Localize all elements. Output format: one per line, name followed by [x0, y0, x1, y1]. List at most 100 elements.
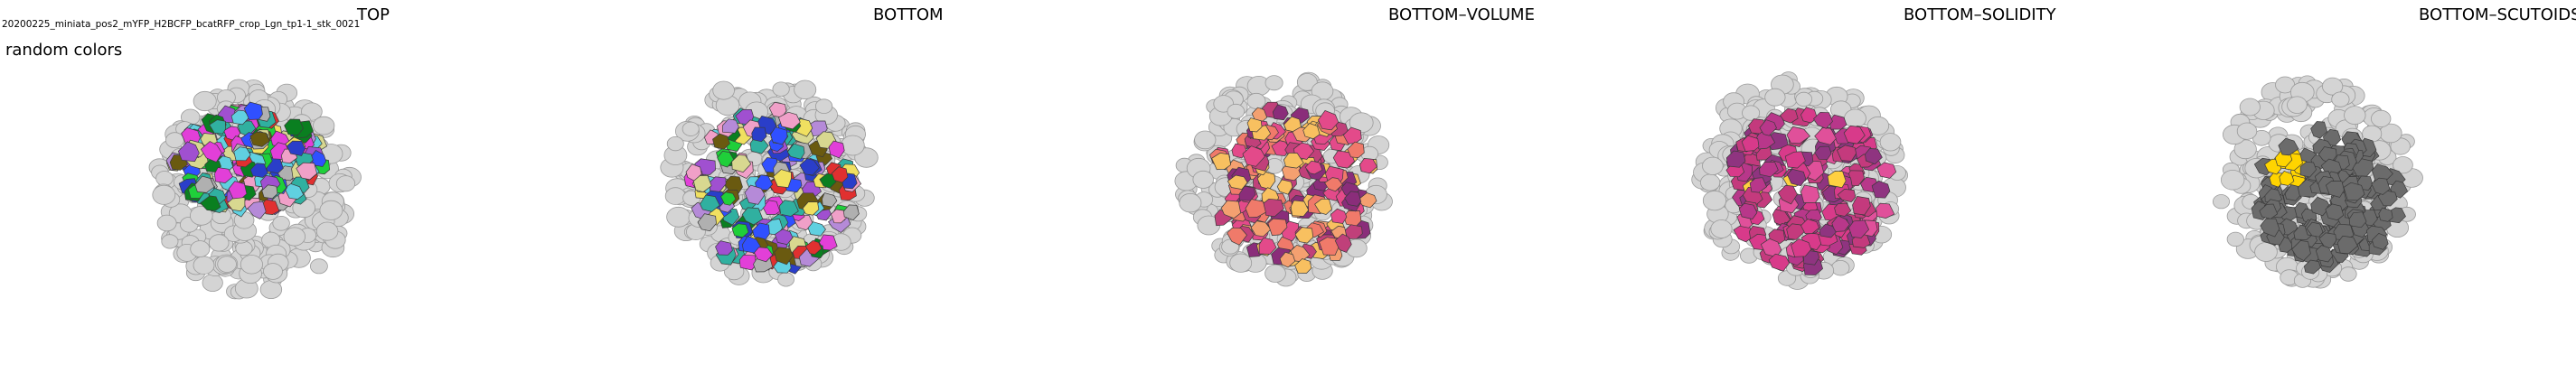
colored-cell — [249, 163, 268, 178]
colored-cell — [2318, 232, 2337, 249]
colored-cell — [786, 143, 805, 160]
shell-cell — [240, 255, 263, 275]
colored-cell — [2299, 161, 2317, 178]
embryo-render-bottom-volume[interactable] — [1148, 54, 1419, 316]
colored-cell — [1330, 208, 1348, 224]
shell-cell — [152, 184, 176, 205]
shell-cell — [2370, 109, 2392, 128]
colored-cell — [744, 184, 766, 205]
colored-cell — [2260, 218, 2280, 238]
shell-cell — [272, 216, 290, 231]
colored-cell — [1777, 184, 1798, 205]
embryo-render-top[interactable] — [118, 54, 389, 316]
colored-cell — [2336, 235, 2358, 255]
shell-cell — [2339, 266, 2357, 282]
file-name-label: 20200225_miniata_pos2_mYFP_H2BCFP_bcatRF… — [2, 19, 361, 30]
colored-cell — [1768, 253, 1791, 272]
shell-cell — [1710, 219, 1733, 238]
colored-cell — [802, 201, 820, 216]
colored-cell — [722, 118, 739, 134]
colored-cell — [2279, 170, 2295, 186]
colored-cell — [1852, 196, 1871, 216]
colored-cell — [1791, 238, 1812, 257]
colored-cell — [2303, 259, 2321, 275]
colored-cell — [243, 101, 263, 120]
colored-cell — [822, 192, 838, 208]
colored-cell — [1317, 109, 1340, 131]
embryo-render-bottom-scutoids[interactable] — [2178, 54, 2449, 316]
shell-cell — [2233, 139, 2257, 160]
colored-cell — [738, 254, 757, 271]
colored-cell — [1290, 200, 1310, 217]
shell-cell — [2236, 122, 2258, 140]
colored-cell — [200, 195, 221, 211]
colored-cell — [717, 151, 735, 168]
shell-cell — [723, 263, 745, 281]
colored-cell — [1211, 153, 1231, 171]
colored-cell — [1227, 227, 1247, 246]
shell-cell — [263, 263, 283, 280]
colored-cell — [1334, 233, 1352, 253]
shell-cell — [1879, 133, 1902, 152]
colored-cell — [233, 146, 251, 162]
shell-cell — [1795, 91, 1813, 107]
colored-cell — [1819, 223, 1837, 238]
panel-title-bottom: BOTTOM — [873, 5, 944, 24]
shell-cell — [156, 214, 177, 232]
shell-cell — [2221, 170, 2245, 191]
shell-cell — [2213, 194, 2231, 210]
shell-cell — [1194, 130, 1217, 150]
colored-cell — [1347, 141, 1365, 158]
shell-cell — [1246, 92, 1266, 109]
colored-cell — [194, 175, 215, 193]
colored-cell — [1725, 150, 1746, 168]
shell-cell — [841, 135, 865, 156]
colored-cell — [1749, 177, 1767, 193]
colored-cell — [2310, 121, 2328, 139]
colored-cell — [799, 158, 820, 176]
colored-cell — [2310, 196, 2331, 217]
shell-cell — [283, 227, 306, 247]
colored-cell — [296, 162, 317, 181]
colored-cell — [1837, 189, 1857, 202]
colored-cell — [1314, 198, 1332, 215]
shell-cell — [1296, 73, 1318, 91]
colored-cell — [754, 247, 774, 263]
embryo-render-bottom-solidity[interactable] — [1663, 54, 1934, 316]
shell-cell — [161, 234, 179, 249]
shell-cell — [794, 79, 817, 100]
colored-cell — [261, 184, 278, 200]
shell-cell — [777, 272, 795, 287]
colored-cell — [1272, 104, 1289, 121]
colored-cell — [697, 213, 717, 232]
colored-cell — [1780, 107, 1799, 124]
colored-cell — [770, 126, 788, 145]
colored-cell — [774, 247, 794, 266]
embryo-render-bottom[interactable] — [633, 54, 904, 316]
colored-cell — [1814, 145, 1832, 161]
colored-cell — [2371, 177, 2391, 195]
colored-cell — [1876, 162, 1897, 179]
colored-cell — [715, 240, 733, 256]
shell-cell — [815, 98, 833, 114]
colored-cell — [200, 141, 223, 163]
panel-title-bottom-volume: BOTTOM–VOLUME — [1388, 5, 1535, 24]
colored-cell — [751, 126, 767, 143]
shell-cell — [319, 200, 343, 220]
shell-cell — [666, 136, 684, 152]
colored-cell — [819, 234, 838, 251]
colored-cell — [1344, 191, 1362, 207]
colored-cell — [1813, 111, 1833, 129]
colored-cell — [1267, 218, 1288, 237]
shell-cell — [235, 240, 253, 256]
colored-cell — [1302, 123, 1321, 140]
shell-cell — [315, 221, 339, 241]
shell-cell — [208, 234, 230, 252]
colored-cell — [831, 166, 849, 183]
colored-cell — [1831, 215, 1850, 232]
colored-cell — [1741, 135, 1760, 152]
colored-cell — [1759, 161, 1779, 178]
colored-cell — [779, 200, 799, 217]
shell-cell — [666, 206, 691, 228]
colored-cell — [284, 118, 304, 136]
